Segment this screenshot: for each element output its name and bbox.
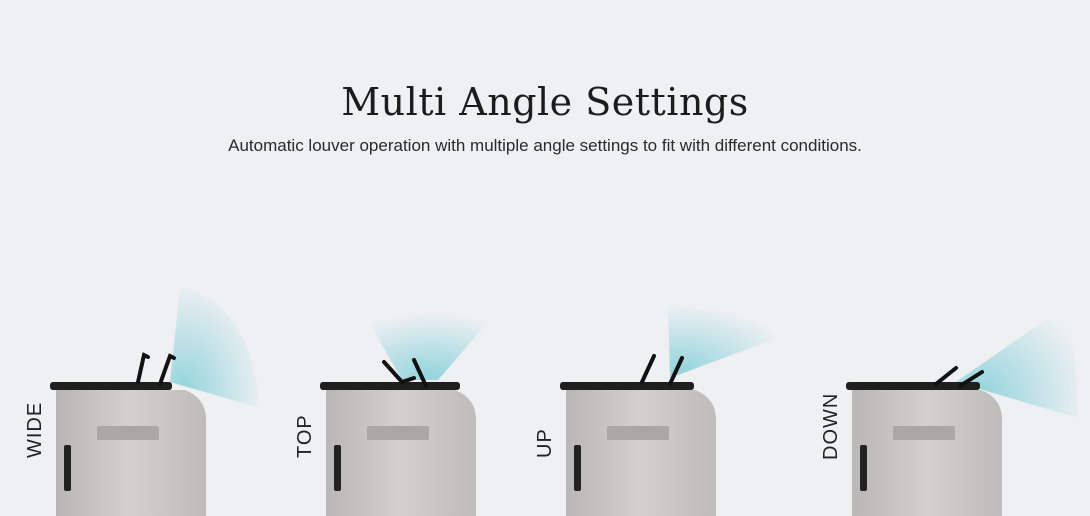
unit-handle xyxy=(334,445,341,491)
mode-label-wide: WIDE xyxy=(24,401,46,458)
wide-illustration xyxy=(50,288,260,516)
unit-top xyxy=(320,382,460,390)
louver xyxy=(382,360,416,385)
page-title: Multi Angle Settings xyxy=(341,80,749,124)
down-illustration xyxy=(846,304,1078,516)
louver xyxy=(668,356,684,386)
mode-top: TOP xyxy=(290,0,560,516)
louver xyxy=(412,358,428,388)
mode-label-up: UP xyxy=(534,428,556,458)
unit-handle xyxy=(64,445,71,491)
louver xyxy=(640,354,656,384)
mode-up: UP xyxy=(530,0,800,516)
unit-handle xyxy=(574,445,581,491)
mode-wide: WIDE xyxy=(20,0,290,516)
unit-vent xyxy=(893,426,955,440)
up-illustration xyxy=(560,305,798,516)
mode-label-top: TOP xyxy=(294,414,316,458)
louver xyxy=(934,366,958,386)
louver xyxy=(958,370,984,388)
unit-body xyxy=(326,390,476,516)
mode-label-down: DOWN xyxy=(820,392,842,460)
unit-body xyxy=(852,390,1002,516)
unit-handle xyxy=(860,445,867,491)
unit-vent xyxy=(607,426,669,440)
louver xyxy=(158,353,176,386)
louver xyxy=(136,352,150,384)
mode-down: DOWN xyxy=(816,0,1086,516)
unit-top xyxy=(50,382,172,390)
unit-body xyxy=(56,390,206,516)
unit-vent xyxy=(367,426,429,440)
airflow-cone xyxy=(956,304,1078,418)
airflow-cone xyxy=(170,288,260,408)
airflow-cone xyxy=(360,301,502,380)
unit-top xyxy=(560,382,694,390)
page-subtitle: Automatic louver operation with multiple… xyxy=(228,136,862,155)
unit-vent xyxy=(97,426,159,440)
top-illustration xyxy=(320,301,502,516)
unit-top xyxy=(846,382,980,390)
unit-body xyxy=(566,390,716,516)
airflow-cone xyxy=(668,305,798,378)
